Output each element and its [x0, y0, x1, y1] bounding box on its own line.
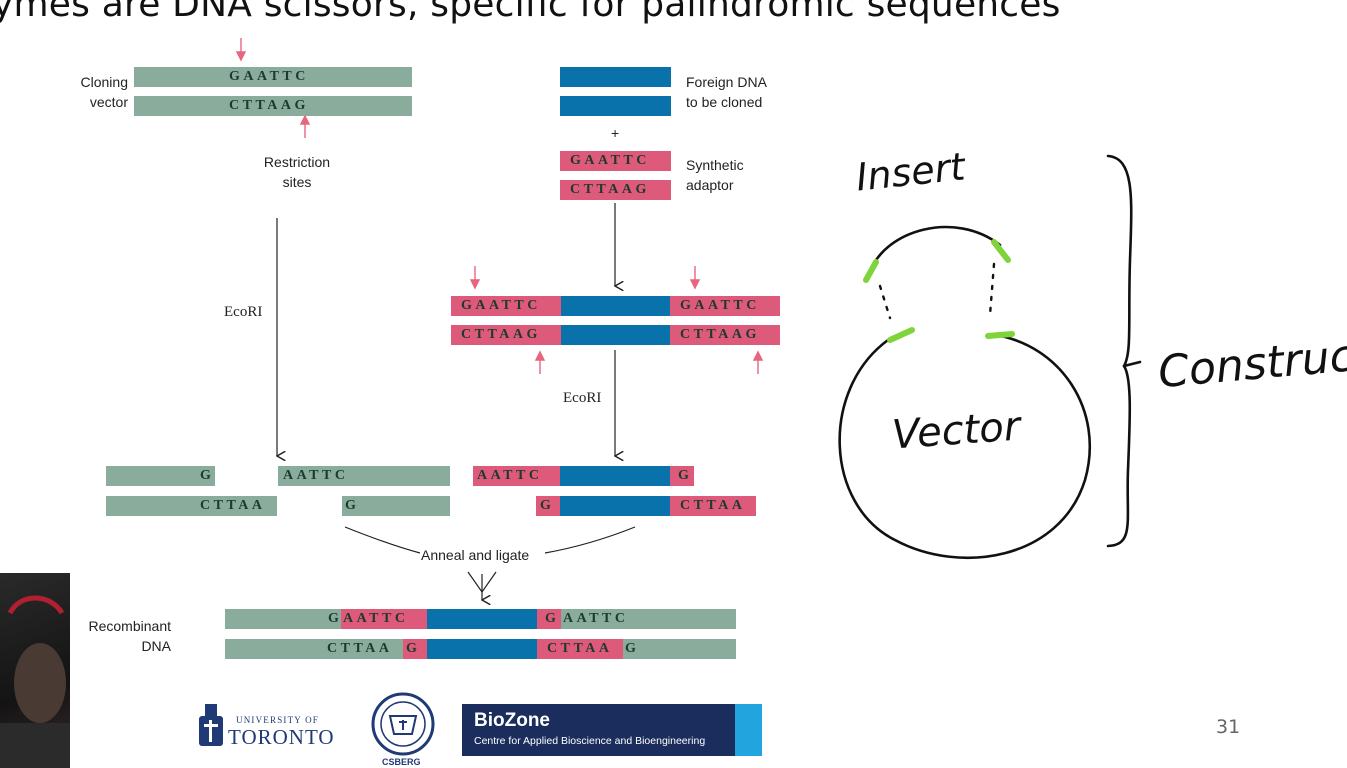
csberg-text: CSBERG — [382, 757, 421, 767]
foreign-dna-label: Foreign DNA to be cloned — [686, 74, 767, 110]
cut-arrows — [235, 38, 764, 374]
slide-title: ymes are DNA scissors, specific for pali… — [0, 0, 1061, 25]
mid-blue-top — [561, 296, 670, 316]
rec-bot-seq-1: CTTAA — [327, 641, 393, 656]
vector-top-seq: GAATTC — [229, 69, 309, 84]
foreign-dna-bottom — [560, 96, 671, 116]
rec-top-blue — [427, 609, 537, 629]
sticky-ends — [863, 239, 1015, 343]
cut-vector-bottom-right — [342, 496, 450, 516]
cloning-vector-label: Cloning vector — [80, 74, 128, 110]
rec-top-vec-right — [561, 609, 736, 629]
cut-insert-bottom-left — [536, 496, 560, 516]
rec-bottom-vec-right — [623, 639, 736, 659]
csberg-logo: CSBERG — [368, 690, 438, 768]
cut-insert-top-blue — [560, 466, 670, 486]
plasmid-sketch — [838, 154, 1142, 560]
rec-top-vec-left — [225, 609, 341, 629]
headset-icon — [0, 595, 70, 768]
adaptor-bottom — [560, 180, 671, 200]
ecori-left-label: EcoRI — [224, 304, 263, 320]
biozone-logo: BioZone Centre for Applied Bioscience an… — [462, 704, 762, 756]
cut-vector-top-right — [278, 466, 450, 486]
biozone-title: BioZone — [474, 710, 550, 731]
rec-top-seq-3: G — [545, 611, 560, 626]
rec-top-pink-left — [341, 609, 427, 629]
rec-top-seq-2: AATTC — [343, 611, 409, 626]
vector-top-strand — [134, 67, 412, 87]
synthetic-adaptor-label: Synthetic adaptor — [686, 157, 744, 193]
cut-ins-bot-left-seq: G — [540, 498, 555, 513]
mid-left-bottom-seq: CTTAAG — [461, 327, 541, 342]
vector-bottom-seq: CTTAAG — [229, 98, 309, 113]
uoft-small-text: UNIVERSITY OF — [236, 715, 320, 725]
cut-insert-top-left — [473, 466, 560, 486]
cut-insert-bottom-right — [670, 496, 756, 516]
cut-insert-bottom-blue — [560, 496, 670, 516]
rec-top-pink-right — [537, 609, 561, 629]
uoft-logo: UNIVERSITY OF TORONTO — [196, 700, 346, 752]
adaptor-top — [560, 151, 671, 171]
cut-vec-bot-left-seq: CTTAA — [200, 498, 266, 513]
uoft-crest-icon — [199, 704, 223, 746]
vector-annotation: Vector — [890, 403, 1022, 459]
cut-vec-top-right-seq: AATTC — [283, 468, 349, 483]
mid-right-bottom — [670, 325, 780, 345]
biozone-accent-strip — [735, 704, 762, 756]
anneal-ligate-label: Anneal and ligate — [421, 547, 530, 563]
csberg-seal-icon — [371, 692, 435, 756]
mid-right-bottom-seq: CTTAAG — [680, 327, 760, 342]
cut-ins-top-left-seq: AATTC — [477, 468, 543, 483]
adaptor-bottom-seq: CTTAAG — [570, 182, 650, 197]
rec-top-seq-1: G — [328, 611, 343, 626]
webcam-video — [0, 573, 70, 768]
foreign-dna-top — [560, 67, 671, 87]
plus-sign: + — [611, 125, 620, 141]
mid-right-top-seq: GAATTC — [680, 298, 760, 313]
cut-vec-top-left-seq: G — [200, 468, 215, 483]
cut-ins-top-right-seq: G — [678, 468, 693, 483]
mid-left-top — [451, 296, 561, 316]
adaptor-top-seq: GAATTC — [570, 153, 650, 168]
mid-blue-bottom — [561, 325, 670, 345]
rec-bottom-pink-left — [403, 639, 427, 659]
page-number: 31 — [1216, 716, 1241, 738]
rec-bot-seq-2: G — [406, 641, 421, 656]
cut-vector-bottom-left — [106, 496, 277, 516]
cut-insert-top-right — [670, 466, 694, 486]
uoft-big-text: TORONTO — [228, 725, 335, 749]
mid-right-top — [670, 296, 780, 316]
rec-bottom-blue — [427, 639, 537, 659]
rec-bot-seq-4: G — [625, 641, 640, 656]
rec-bottom-vec-left — [225, 639, 403, 659]
vector-bottom-strand — [134, 96, 412, 116]
ecori-right-label: EcoRI — [563, 390, 602, 406]
rec-bottom-pink-right — [537, 639, 623, 659]
rec-top-seq-4: AATTC — [563, 611, 629, 626]
mid-left-bottom — [451, 325, 561, 345]
rec-bot-seq-3: CTTAA — [547, 641, 613, 656]
cut-vec-bot-right-seq: G — [345, 498, 360, 513]
restriction-sites-label: Restriction sites — [263, 154, 331, 190]
biozone-subtitle: Centre for Applied Bioscience and Bioeng… — [474, 735, 706, 747]
mid-left-top-seq: GAATTC — [461, 298, 541, 313]
cut-ins-bot-right-seq: CTTAA — [680, 498, 746, 513]
recombinant-dna-label: Recombinant DNA — [88, 618, 172, 654]
cut-vector-top-left — [106, 466, 215, 486]
